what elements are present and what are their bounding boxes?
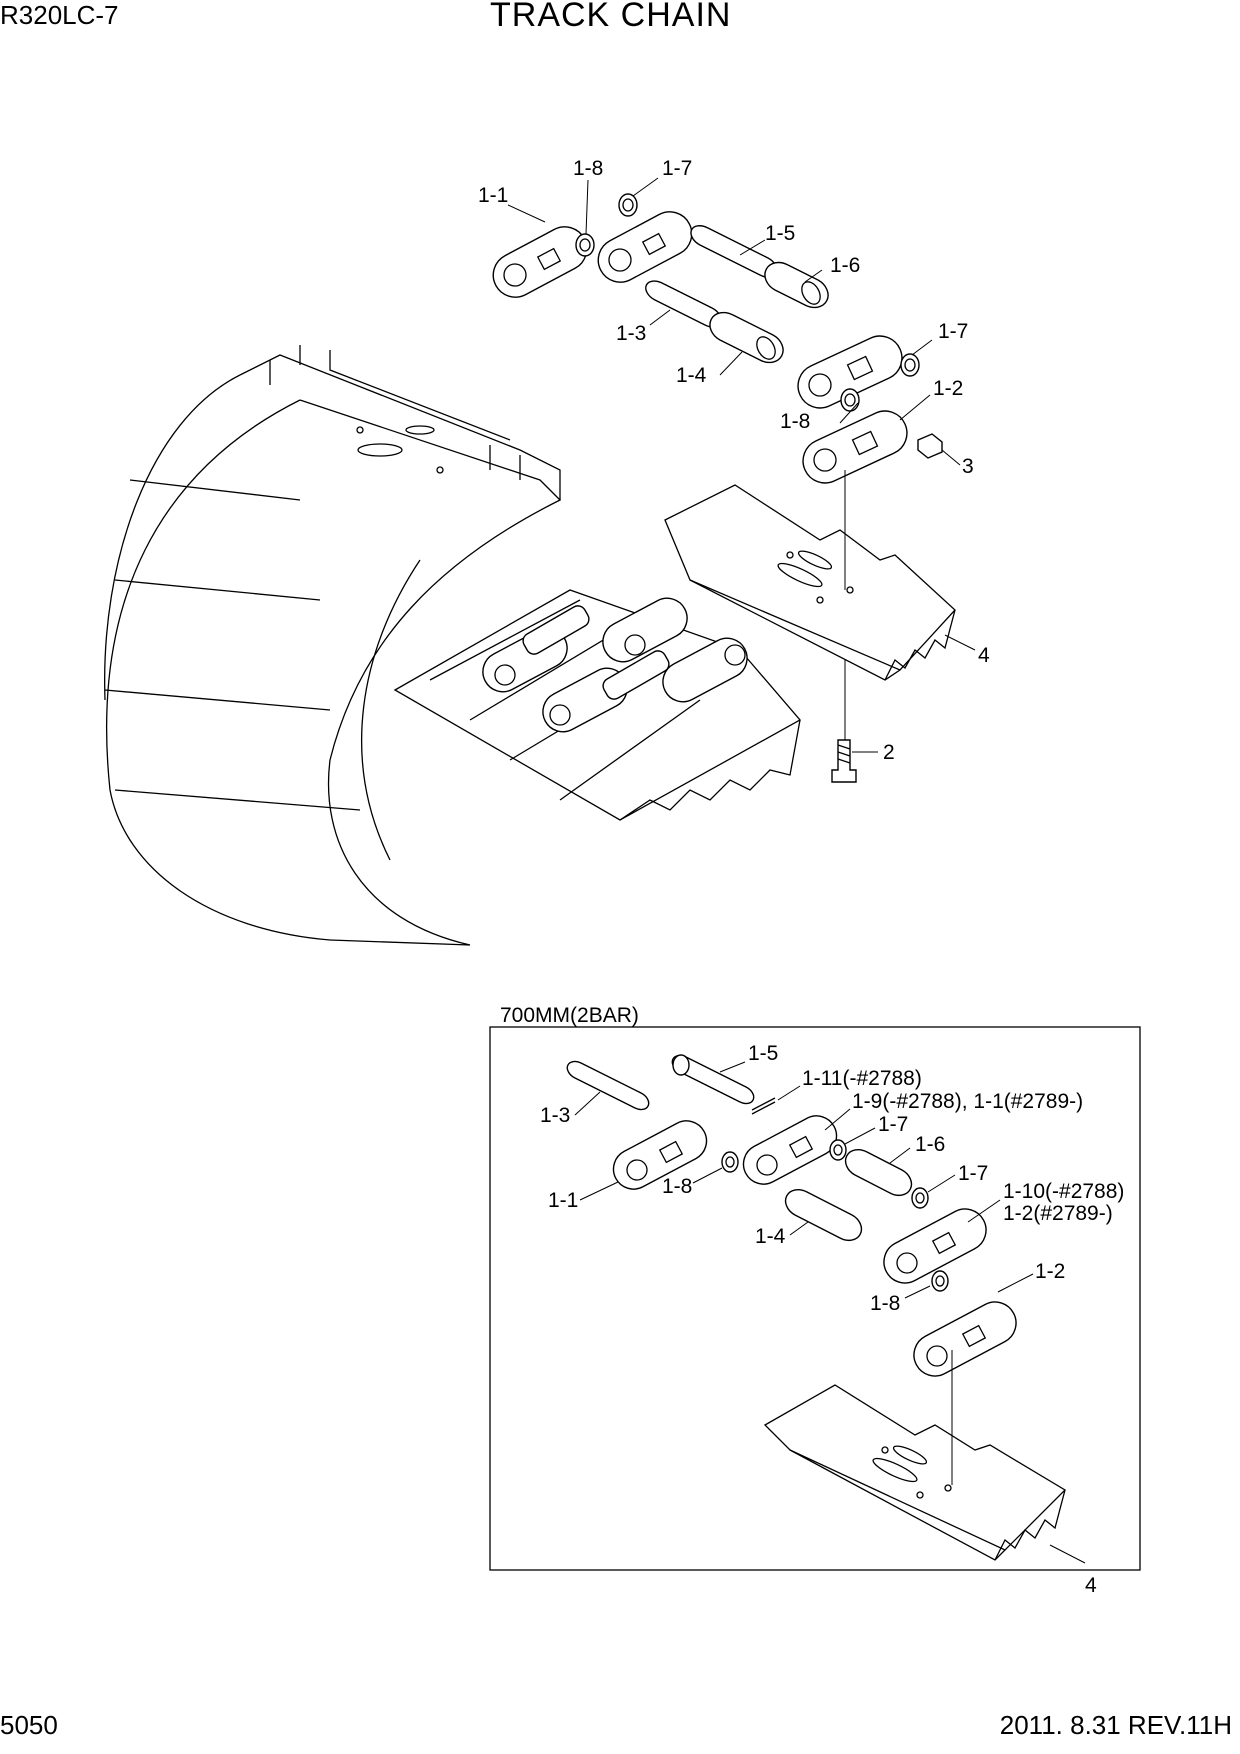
callout-1-4: 1-4: [676, 364, 707, 387]
page-number: 5050: [0, 1710, 58, 1740]
track-shoe-assembly: 1-1 1-8 1-7 1-5 1-6 1-3 1-4 1-7 1-2 1-8 …: [104, 157, 990, 946]
inset-callout-1-11: 1-11(-#2788): [802, 1067, 922, 1090]
model-number: R320LC-7: [0, 0, 119, 30]
callout-1-7: 1-7: [938, 320, 968, 343]
inset-caption: 700MM(2BAR): [500, 1004, 639, 1027]
inset-callout-1-6: 1-6: [915, 1133, 945, 1156]
inset-callout-1-2-2789: 1-2(#2789-): [1003, 1202, 1113, 1225]
leader-lines: [507, 177, 976, 753]
inset-callout-1-10: 1-10(-#2788): [1003, 1180, 1124, 1203]
callout-1-6: 1-6: [830, 254, 860, 277]
inset-callout-1-7b: 1-7: [958, 1162, 988, 1185]
inset-callout-1-1: 1-1: [548, 1189, 578, 1212]
callout-1-7: 1-7: [662, 157, 692, 180]
inset-callout-1-4: 1-4: [755, 1225, 786, 1248]
inset-callout-1-5: 1-5: [748, 1042, 778, 1065]
main-callouts: 1-1 1-8 1-7 1-5 1-6 1-3 1-4 1-7 1-2 1-8 …: [478, 157, 990, 764]
inset-callout-1-9-1-1: 1-9(-#2788), 1-1(#2789-): [852, 1090, 1083, 1113]
callout-3: 3: [962, 455, 974, 478]
inset-callout-1-8: 1-8: [662, 1175, 692, 1198]
callout-1-3: 1-3: [616, 322, 646, 345]
inset-callout-4: 4: [1085, 1574, 1097, 1597]
inset-700mm-2bar: 700MM(2BAR): [489, 1004, 1141, 1597]
callout-2: 2: [883, 741, 895, 764]
callout-1-5: 1-5: [765, 222, 795, 245]
inset-callout-1-8b: 1-8: [870, 1292, 900, 1315]
callout-4: 4: [978, 644, 990, 667]
callout-1-1: 1-1: [478, 184, 508, 207]
inset-callout-1-2: 1-2: [1035, 1260, 1065, 1283]
callout-1-2: 1-2: [933, 377, 963, 400]
inset-callout-1-3: 1-3: [540, 1104, 570, 1127]
inset-callout-1-7: 1-7: [878, 1113, 908, 1136]
callout-1-8: 1-8: [780, 410, 810, 433]
callout-1-8: 1-8: [573, 157, 603, 180]
revision-date: 2011. 8.31 REV.11H: [999, 1710, 1232, 1740]
exploded-links: [492, 193, 956, 783]
page-title: TRACK CHAIN: [490, 0, 732, 34]
